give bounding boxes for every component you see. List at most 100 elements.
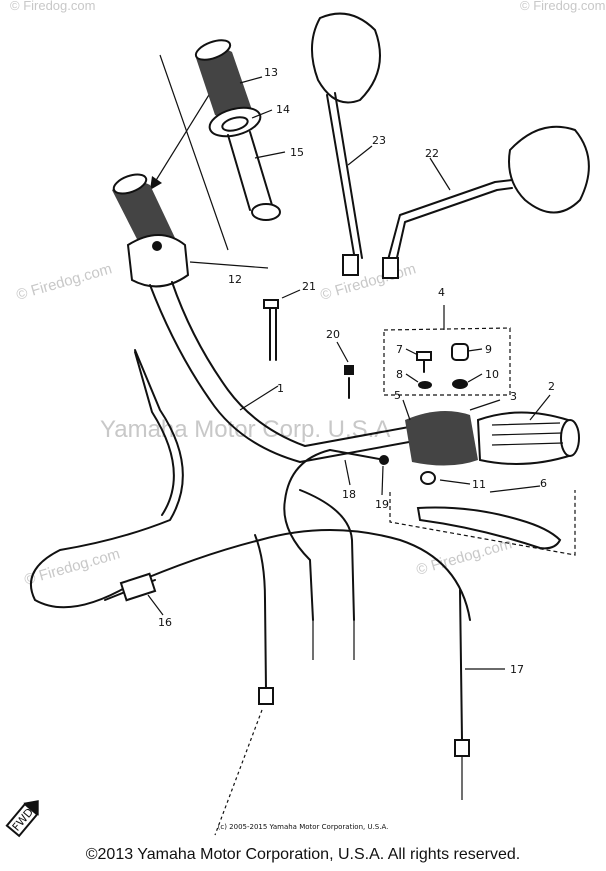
- group-4-bracket: [383, 305, 511, 396]
- mirror-22-head: [508, 125, 590, 214]
- lever-6-box: [389, 490, 576, 556]
- callout-23: 23: [372, 134, 386, 147]
- cable-adjuster-18-19: [329, 449, 389, 465]
- fwd-arrow-box: [5, 802, 39, 838]
- watermark-firedog-center: © Firedog.com: [318, 260, 417, 304]
- right-lever-holder-3: [405, 411, 580, 466]
- switch-screw: [152, 241, 162, 251]
- cable-16-path-a: [30, 349, 471, 621]
- leader-18: [344, 459, 351, 486]
- bolt-7-head: [416, 351, 432, 361]
- handlebar-upper-edge: [171, 281, 421, 447]
- cable-adjuster-18: [329, 449, 386, 461]
- callout-11: 11: [472, 478, 486, 491]
- left-grip-end: [112, 173, 148, 195]
- callout-13: 13: [264, 66, 278, 79]
- mirror-23: [310, 12, 381, 276]
- callout-5: 5: [394, 389, 401, 402]
- grip-2-body: [476, 411, 574, 465]
- grip-dashed-guide: [159, 54, 229, 251]
- fwd-arrow-tip: [23, 800, 39, 816]
- leader-19: [381, 465, 384, 496]
- nut-10: [452, 379, 468, 389]
- mirror-23-base: [342, 254, 359, 276]
- screw-21: [263, 299, 279, 361]
- callout-3: 3: [510, 390, 517, 403]
- leader-21: [281, 289, 301, 299]
- throttle-cable-b: [299, 489, 355, 621]
- leader-3: [469, 399, 501, 411]
- callout-12: 12: [228, 273, 242, 286]
- throttle-cable-c: [254, 534, 267, 691]
- callout-14: 14: [276, 103, 290, 116]
- screw-20: [344, 365, 354, 399]
- handlebar-1: [149, 281, 421, 463]
- throttle-tube-15-end: [251, 203, 281, 221]
- callout-17: 17: [510, 663, 524, 676]
- cable-17: [454, 589, 470, 800]
- throttle-tube-15: [227, 131, 273, 211]
- mirror-22-base: [382, 257, 399, 279]
- leader-22: [429, 157, 451, 191]
- callout-8: 8: [396, 368, 403, 381]
- callout-2: 2: [548, 380, 555, 393]
- grip-2-end: [560, 419, 580, 457]
- callout-18: 18: [342, 488, 356, 501]
- throttle-cable-c-tail: [214, 709, 263, 836]
- collar-14-hole: [221, 116, 249, 132]
- leader-10: [467, 373, 483, 383]
- callout-10: 10: [485, 368, 499, 381]
- leader-9: [467, 348, 483, 352]
- mirror-22-stem: [387, 179, 513, 263]
- left-grip-12: [112, 173, 190, 288]
- callout-21: 21: [302, 280, 316, 293]
- leader-23: [347, 145, 373, 166]
- callout-19: 19: [375, 498, 389, 511]
- leader-2: [529, 394, 551, 421]
- callout-7: 7: [396, 343, 403, 356]
- mirror-23-head: [310, 12, 381, 104]
- grip-arrow-line: [149, 89, 213, 191]
- leader-11: [439, 479, 471, 485]
- callout-20: 20: [326, 328, 340, 341]
- screw-20-head: [344, 365, 354, 375]
- mirror-23-stem: [326, 92, 363, 261]
- screw-21-head: [263, 299, 279, 309]
- cap-9-body: [451, 343, 469, 361]
- callout-22: 22: [425, 147, 439, 160]
- leader-20: [336, 341, 349, 363]
- callout-9: 9: [485, 343, 492, 356]
- watermark-firedog-left: © Firedog.com: [14, 260, 113, 304]
- left-switch-housing: [126, 234, 190, 288]
- leader-12: [189, 261, 269, 269]
- callout-4: 4: [438, 286, 445, 299]
- screw-21-shaft: [269, 307, 277, 361]
- leader-6: [489, 485, 541, 493]
- nut-11: [420, 471, 436, 485]
- left-grip-body: [112, 181, 176, 249]
- callout-16: 16: [158, 616, 172, 629]
- cap-9: [451, 343, 469, 389]
- grip-13-body: [195, 46, 252, 119]
- throttle-grip-assembly: [149, 39, 281, 251]
- washer-8: [418, 381, 432, 389]
- clutch-lever-6: [389, 471, 576, 556]
- leader-5: [402, 399, 411, 421]
- cable-16-path-b: [134, 351, 175, 516]
- leader-lines: [147, 76, 551, 670]
- adjuster-19: [379, 455, 389, 465]
- lever-holder-body: [405, 411, 478, 466]
- copyright-main: ©2013 Yamaha Motor Corporation, U.S.A. A…: [85, 846, 521, 863]
- leader-8: [405, 373, 419, 383]
- callout-1: 1: [277, 382, 284, 395]
- callout-labels: 1 2 3 4 5 6 7 8 9 10 11 12 13 14 15 16 1…: [158, 66, 555, 676]
- callout-6: 6: [540, 477, 547, 490]
- bolt-7: [416, 351, 432, 389]
- leader-14: [251, 109, 273, 119]
- callout-15: 15: [290, 146, 304, 159]
- cable-17-end: [454, 739, 470, 757]
- watermarks: © Firedog.com © Firedog.com © Firedog.co…: [10, 0, 605, 589]
- watermark-firedog-top-left: © Firedog.com: [10, 0, 95, 13]
- grip-2-texture: [491, 422, 564, 446]
